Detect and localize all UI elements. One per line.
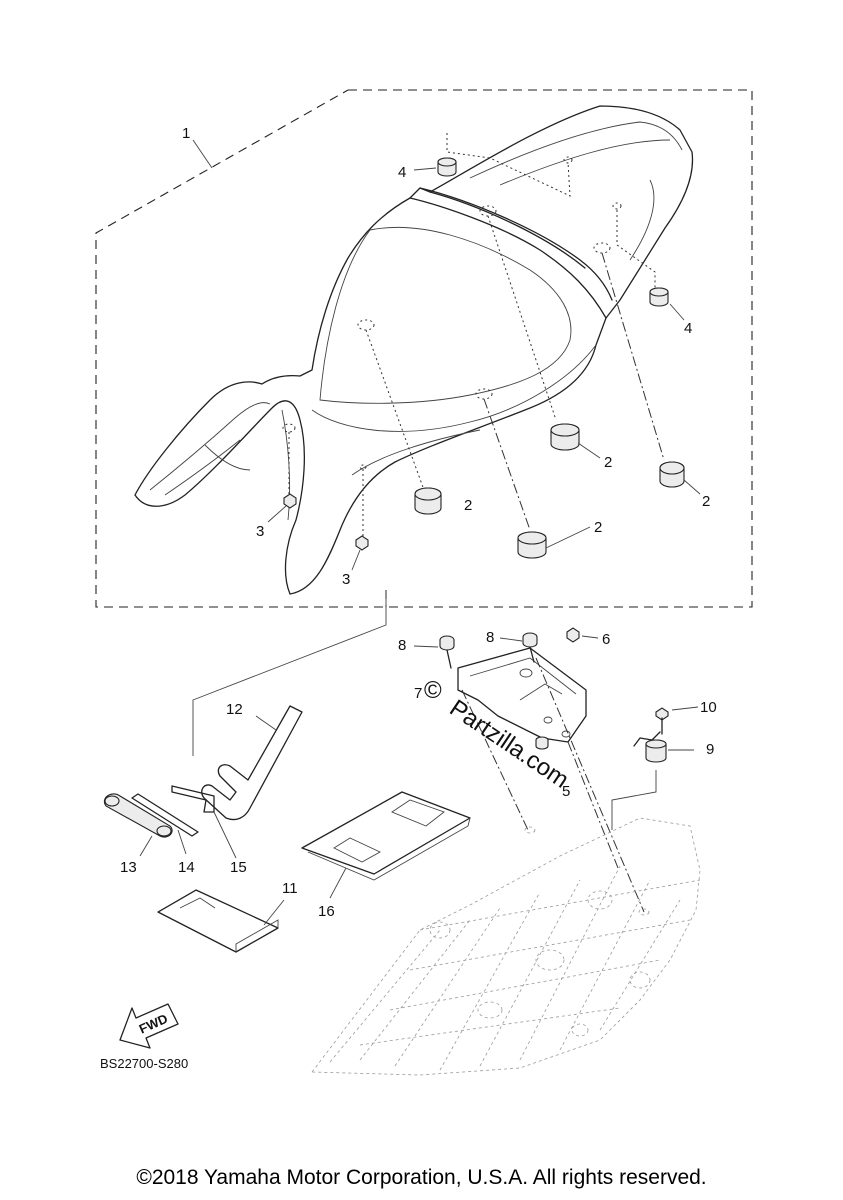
seat-lock <box>611 706 699 830</box>
callout-1: 1 <box>182 125 190 142</box>
watermark-text: Partzilla.com <box>445 695 574 794</box>
callout-4b: 4 <box>684 320 692 337</box>
bracket-bolts <box>413 627 599 669</box>
callout-12: 12 <box>226 701 243 718</box>
callout-2d: 2 <box>594 519 602 536</box>
seat-dampers <box>414 423 685 559</box>
callout-10: 10 <box>700 699 717 716</box>
spanner-15 <box>171 785 237 859</box>
callout-2b: 2 <box>702 493 710 510</box>
seat-fasteners <box>283 157 669 551</box>
callout-4a: 4 <box>398 164 406 181</box>
callout-leaders <box>192 139 701 571</box>
seat-assembly-boundary <box>95 89 753 608</box>
callout-13: 13 <box>120 859 137 876</box>
diagram-code: BS22700-S280 <box>100 1056 188 1071</box>
seat <box>134 105 694 595</box>
bracket-assembly-lines <box>461 657 645 913</box>
callout-9: 9 <box>706 741 714 758</box>
callout-3b: 3 <box>342 571 350 588</box>
fwd-label: FWD <box>137 1011 170 1037</box>
fwd-arrow-icon: FWD <box>119 1003 179 1049</box>
callout-7: 7 <box>414 685 422 702</box>
frame <box>311 817 701 1076</box>
callout-16: 16 <box>318 903 335 920</box>
toolkit-leader <box>192 590 387 756</box>
copyright-notice: ©2018 Yamaha Motor Corporation, U.S.A. A… <box>136 1166 707 1189</box>
callout-8b: 8 <box>486 629 494 646</box>
wrench-12 <box>201 705 303 821</box>
callout-2a: 2 <box>604 454 612 471</box>
tool-bag-11 <box>157 889 285 953</box>
handle-13 <box>103 793 173 857</box>
callout-15: 15 <box>230 859 247 876</box>
watermark-symbol: © <box>424 677 442 704</box>
callout-labels: 1 2 2 2 2 3 3 4 4 5 6 7 8 8 9 10 11 12 1… <box>120 125 717 920</box>
callout-14: 14 <box>178 859 195 876</box>
owners-manual-16 <box>301 791 471 899</box>
callout-11: 11 <box>282 880 298 897</box>
callout-3a: 3 <box>256 523 264 540</box>
assembly-lines <box>288 133 665 540</box>
callout-8a: 8 <box>398 637 406 654</box>
screwdriver-14 <box>131 793 199 855</box>
seat-lock-bracket <box>457 647 587 750</box>
seat-mounting-holes <box>282 156 622 470</box>
callout-6: 6 <box>602 631 610 648</box>
callout-2c: 2 <box>464 497 472 514</box>
callout-5: 5 <box>562 783 570 800</box>
